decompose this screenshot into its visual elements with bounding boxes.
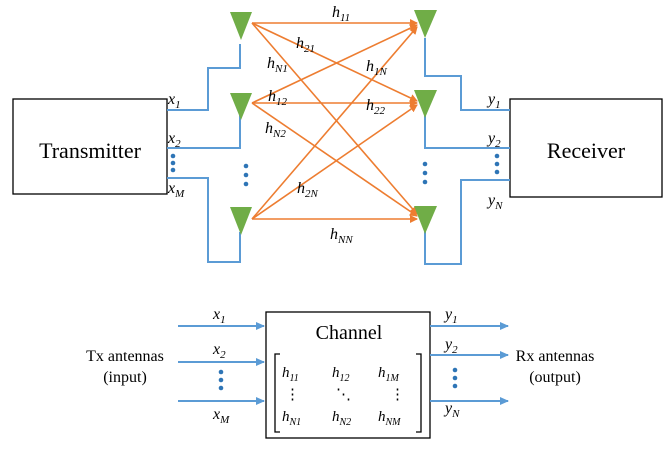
rx-wire-2 (424, 114, 510, 149)
matrix-entry: h1M (378, 365, 400, 384)
channel-coefficient-label: h12 (268, 88, 288, 108)
antenna-ellipsis-dot (243, 163, 249, 169)
channel-coefficient-label: h11 (332, 4, 350, 24)
matrix-entry: h12 (332, 365, 350, 384)
rx-antenna-1-icon (414, 10, 437, 38)
tx-input-label: x2 (167, 130, 181, 150)
transmitter-box (12, 98, 168, 195)
rx-ellipsis-dot (494, 169, 500, 175)
matrix-entry: hN2 (332, 409, 351, 428)
rx-antennas-label: Rx antennas (516, 348, 595, 365)
matrix-right-bracket (416, 353, 422, 433)
tx-antennas-label: Tx antennas (86, 348, 164, 365)
output-ellipsis-dot (452, 367, 458, 373)
link-1N (251, 26, 418, 220)
rx-antenna-N-icon (414, 206, 437, 234)
tx-input-label: x1 (167, 91, 181, 111)
tx-ellipsis-dot (170, 153, 176, 159)
input-ellipsis-dot (218, 369, 224, 375)
channel-coefficient-label: h2N (297, 180, 319, 200)
tx-wire-1 (167, 44, 241, 111)
rx-ellipsis-dot (494, 161, 500, 167)
top-mimo-system: Transmitter Receiver (12, 4, 663, 265)
receiver-box (509, 98, 663, 198)
rx-wire-N (424, 179, 510, 265)
tx-ellipsis-dot (170, 160, 176, 166)
antenna-ellipsis-dot (243, 181, 249, 187)
channel-coefficient-label: hNN (330, 226, 353, 246)
matrix-entry: h11 (282, 365, 299, 384)
bottom-channel-model: Channel h11 h12 h1M ⋮ ⋱ ⋮ hN1 hN2 hNM x1… (86, 306, 595, 439)
transmitter-label: Transmitter (39, 138, 142, 163)
channel-input-label: x1 (212, 306, 226, 326)
rx-antenna-ellipsis-dot (422, 161, 428, 167)
channel-box (265, 311, 431, 439)
channel-coefficient-label: h22 (366, 97, 386, 117)
channel-label: Channel (316, 322, 383, 344)
rx-output-label: yN (486, 192, 503, 212)
link-12 (251, 24, 418, 104)
tx-ellipsis-dot (170, 167, 176, 173)
tx-antenna-M-icon (230, 207, 252, 235)
matrix-entry: hN1 (282, 409, 301, 428)
rx-ellipsis-dot (494, 153, 500, 159)
rx-wire-1 (424, 38, 510, 111)
tx-antenna-1-icon (230, 12, 252, 40)
channel-output-label: y2 (443, 336, 458, 356)
rx-antenna-2-icon (414, 90, 437, 118)
input-ellipsis-dot (218, 385, 224, 391)
tx-wire-2 (167, 112, 241, 149)
channel-input-label: x2 (212, 341, 226, 361)
matrix-vdots: ⋮ (390, 387, 405, 403)
output-ellipsis-dot (452, 383, 458, 389)
tx-antennas-sublabel: (input) (103, 369, 147, 386)
channel-output-label: yN (443, 400, 460, 420)
link-N2 (251, 102, 418, 217)
channel-coefficient-label: h1N (366, 58, 388, 78)
rx-antenna-ellipsis-dot (422, 179, 428, 185)
rx-output-label: y1 (486, 91, 501, 111)
rx-antennas-sublabel: (output) (529, 369, 581, 386)
channel-input-label: xM (212, 406, 230, 426)
matrix-left-bracket (274, 353, 280, 433)
matrix-entry: hNM (378, 409, 401, 428)
matrix-vdots: ⋮ (285, 387, 300, 403)
channel-coefficient-label: hN2 (265, 120, 286, 140)
link-21 (251, 22, 418, 102)
tx-input-label: xM (167, 180, 185, 200)
input-ellipsis-dot (218, 377, 224, 383)
tx-antenna-2-icon (230, 93, 252, 120)
link-2N (251, 104, 418, 220)
matrix-ddots: ⋱ (336, 387, 351, 403)
antenna-ellipsis-dot (243, 172, 249, 178)
rx-output-label: y2 (486, 130, 501, 150)
channel-output-label: y1 (443, 306, 458, 326)
link-N1 (251, 22, 418, 215)
receiver-label: Receiver (547, 138, 626, 163)
rx-antenna-ellipsis-dot (422, 170, 428, 176)
tx-wire-M (167, 177, 241, 263)
output-ellipsis-dot (452, 375, 458, 381)
channel-coefficient-label: hN1 (267, 55, 288, 75)
channel-coefficient-label: h21 (296, 35, 315, 55)
